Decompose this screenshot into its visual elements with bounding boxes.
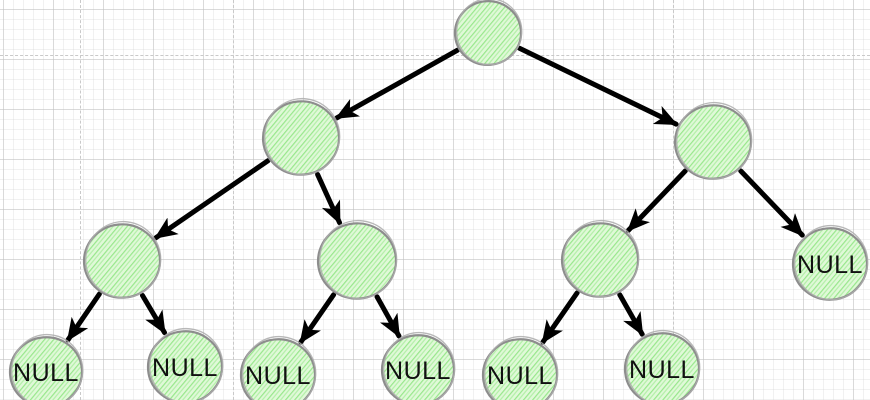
null-label: NULL — [629, 356, 695, 384]
tree-node-lr[interactable] — [315, 216, 401, 303]
node-circle[interactable] — [379, 332, 457, 400]
node-sketch-outline — [383, 331, 456, 400]
null-label: NULL — [385, 357, 451, 385]
tree-node-null-lrl[interactable]: NULL — [238, 332, 320, 400]
node-circle[interactable] — [7, 334, 85, 400]
tree-edge-arrow-r-rl[interactable] — [625, 168, 688, 233]
node-sketch-outline — [484, 335, 559, 400]
null-label: NULL — [245, 362, 311, 390]
tree-edge-arrow-l-ll[interactable] — [153, 158, 271, 241]
tree-edge-arrow-l-lr[interactable] — [315, 171, 343, 226]
tree-node-null-lrr[interactable]: NULL — [379, 329, 459, 400]
tree-node-l[interactable] — [260, 94, 344, 179]
null-label: NULL — [152, 354, 218, 382]
tree-edge-arrow-root-l[interactable] — [334, 47, 460, 121]
node-sketch-outline — [794, 224, 869, 301]
null-label: NULL — [13, 359, 79, 387]
node-sketch-outline — [149, 327, 224, 400]
node-circle[interactable] — [145, 328, 225, 400]
null-label: NULL — [797, 251, 863, 279]
tree-node-null-rr[interactable]: NULL — [790, 221, 870, 303]
node-sketch-outline — [563, 219, 640, 298]
tree-node-ll[interactable] — [81, 217, 165, 302]
tree-edge-arrow-root-r[interactable] — [516, 45, 679, 127]
tree-node-null-rll[interactable]: NULL — [480, 332, 562, 400]
node-circle[interactable] — [452, 0, 523, 68]
tree-edge-arrow-lr-lrr[interactable] — [374, 294, 402, 339]
node-sketch-outline — [319, 219, 398, 300]
tree-node-null-llr[interactable]: NULL — [145, 324, 227, 400]
tree-node-rl[interactable] — [559, 216, 643, 301]
node-circle[interactable] — [622, 330, 702, 400]
node-sketch-outline — [85, 220, 162, 299]
node-sketch-outline — [264, 97, 341, 176]
node-sketch-outline — [676, 101, 753, 180]
tree-node-null-lll[interactable]: NULL — [7, 331, 87, 400]
tree-edge-arrow-r-rr[interactable] — [738, 168, 805, 238]
tree-node-r[interactable] — [672, 98, 756, 183]
node-circle[interactable] — [480, 336, 560, 400]
node-sketch-outline — [455, 0, 523, 66]
node-sketch-outline — [242, 335, 317, 400]
tree-node-null-rlr[interactable]: NULL — [622, 326, 704, 400]
node-sketch-outline — [11, 333, 84, 400]
null-label: NULL — [487, 362, 553, 390]
tree-edge-arrow-lr-lrl[interactable] — [298, 292, 337, 345]
tree-edge-arrow-ll-lll[interactable] — [65, 291, 102, 343]
node-sketch-outline — [626, 329, 701, 400]
tree-edge-arrow-rl-rll[interactable] — [540, 290, 580, 345]
tree-edge-arrow-ll-llr[interactable] — [139, 292, 168, 336]
tree-edge-arrow-rl-rlr[interactable] — [617, 292, 645, 337]
tree-node-root[interactable] — [452, 0, 525, 68]
node-circle[interactable] — [238, 336, 318, 400]
